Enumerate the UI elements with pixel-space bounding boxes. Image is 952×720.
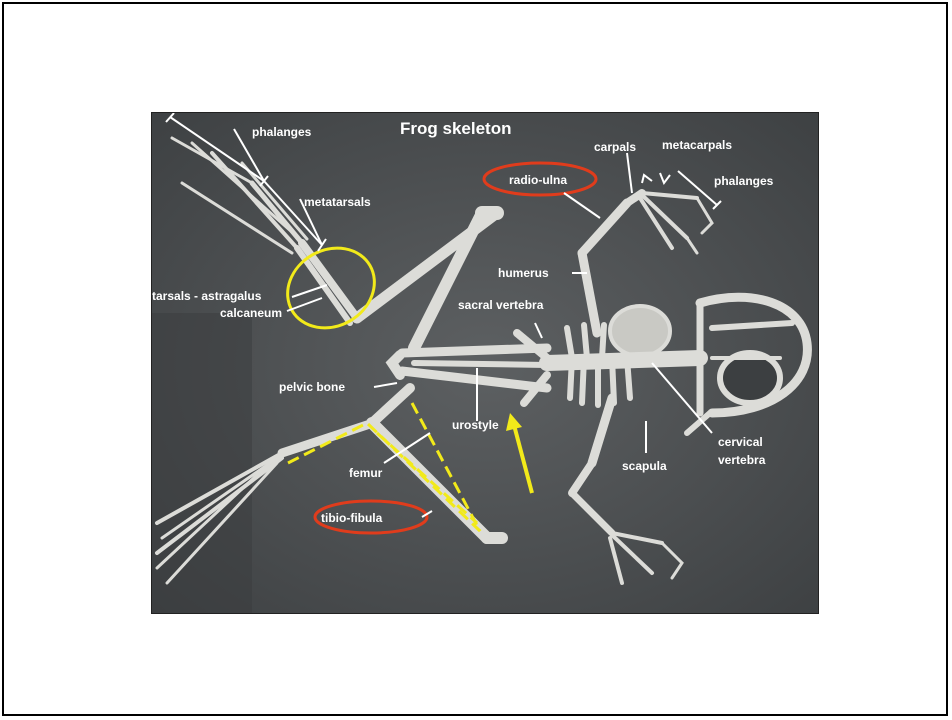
label-carpals: carpals <box>594 140 636 154</box>
label-phalanges-fore: phalanges <box>714 174 774 188</box>
label-urostyle: urostyle <box>452 418 499 432</box>
label-vertebra: vertebra <box>718 453 766 467</box>
label-scapula: scapula <box>622 459 667 473</box>
pectoral-girdle <box>610 306 670 356</box>
urostyle-bone <box>414 363 547 365</box>
label-calcaneum: calcaneum <box>220 306 282 320</box>
figure-title: Frog skeleton <box>400 119 511 138</box>
label-humerus: humerus <box>498 266 549 280</box>
label-tibio-fibula: tibio-fibula <box>321 511 383 525</box>
label-radio-ulna: radio-ulna <box>509 173 567 187</box>
label-metacarpals: metacarpals <box>662 138 732 152</box>
shadow-area <box>152 313 252 614</box>
label-femur: femur <box>349 466 383 480</box>
frog-skeleton-figure: Frog skeleton phalanges metatarsals tars… <box>151 112 819 614</box>
label-metatarsals: metatarsals <box>304 195 371 209</box>
label-phalanges-hind: phalanges <box>252 125 312 139</box>
ilium-upper <box>402 348 547 353</box>
label-sacral-vertebra: sacral vertebra <box>458 298 544 312</box>
label-pelvic-bone: pelvic bone <box>279 380 345 394</box>
frog-skeleton-illustration: Frog skeleton phalanges metatarsals tars… <box>152 113 819 614</box>
label-cervical: cervical <box>718 435 763 449</box>
label-tarsals-astragalus: tarsals - astragalus <box>152 289 262 303</box>
